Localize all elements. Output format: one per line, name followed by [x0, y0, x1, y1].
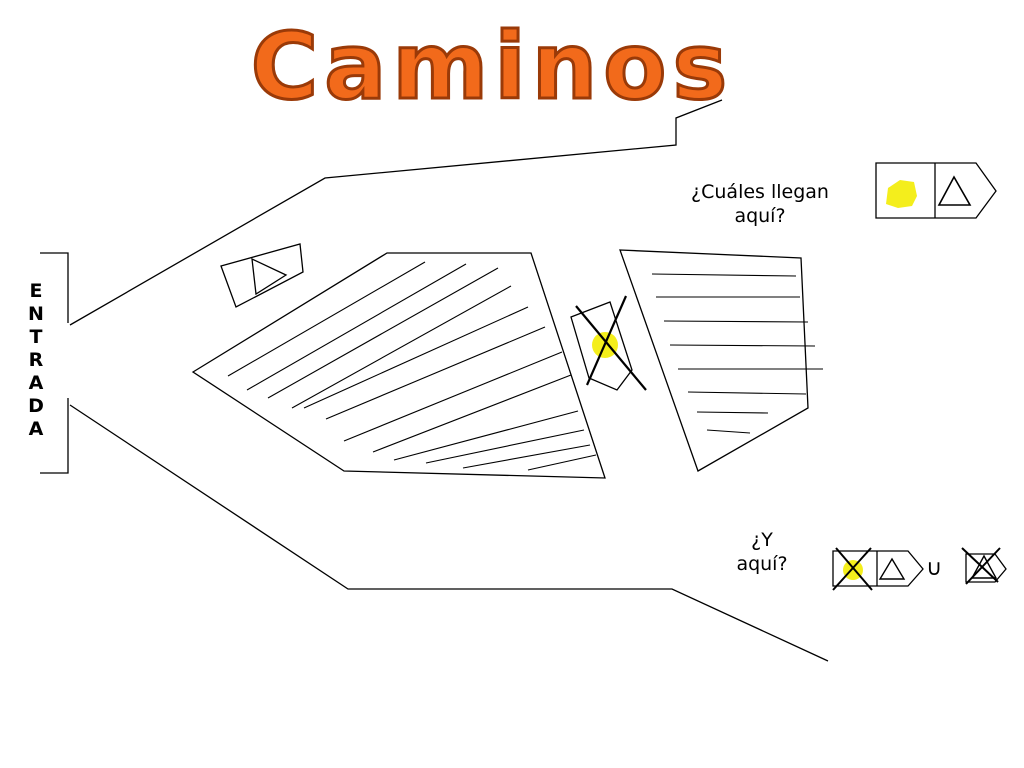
question-line: aquí?: [734, 205, 786, 227]
road-lower-edge: [69, 404, 829, 662]
arrow-tag-icon: [832, 550, 924, 587]
road-pentagon-marker: [220, 243, 304, 308]
arrow-tag-icon: [875, 162, 997, 219]
left-island-hatching: [227, 261, 597, 471]
question-line: ¿Y: [751, 529, 773, 551]
answer-tag-bottom-right: [961, 547, 1007, 585]
crossed-out-marker: [570, 295, 647, 391]
entrance-letter: N: [28, 303, 44, 325]
cross-out-icon: [575, 295, 647, 391]
right-hatched-island: [619, 249, 809, 472]
cross-out-icon: [961, 547, 1001, 585]
left-hatched-island: [191, 252, 606, 479]
entrance-letter: T: [29, 326, 43, 348]
entrance-letter: R: [28, 349, 44, 371]
yellow-blob-icon: [886, 180, 917, 208]
entrance-bracket-top: [40, 252, 69, 323]
arrow-tag-icon: [965, 553, 1007, 583]
question-and-here: ¿Y aquí?: [722, 528, 802, 576]
entrance-bracket-bottom: [40, 398, 69, 474]
entrance-letter: A: [28, 372, 44, 394]
triangle-shape-icon: [878, 557, 906, 580]
right-island-hatching: [651, 273, 823, 434]
page-title: Caminos: [249, 20, 733, 120]
triangle-shape-icon: [970, 554, 998, 579]
cross-out-icon: [832, 547, 873, 591]
union-symbol: ∪: [926, 556, 943, 581]
question-which-arrive: ¿Cuáles llegan aquí?: [660, 180, 860, 228]
answer-tag-bottom-left: [832, 547, 924, 591]
title-text: Caminos: [251, 20, 733, 120]
entrance-letter: A: [28, 418, 44, 440]
question-line: aquí?: [736, 553, 788, 575]
triangle-shape-icon: [251, 257, 288, 296]
triangle-shape-icon: [937, 175, 972, 206]
road-upper-edge: [69, 99, 723, 326]
answer-tag-top: [875, 162, 997, 219]
question-line: ¿Cuáles llegan: [691, 181, 829, 203]
entrance-label: E N T R A D A: [22, 280, 50, 441]
entrance-letter: D: [28, 395, 44, 417]
entrance-letter: E: [29, 280, 43, 302]
